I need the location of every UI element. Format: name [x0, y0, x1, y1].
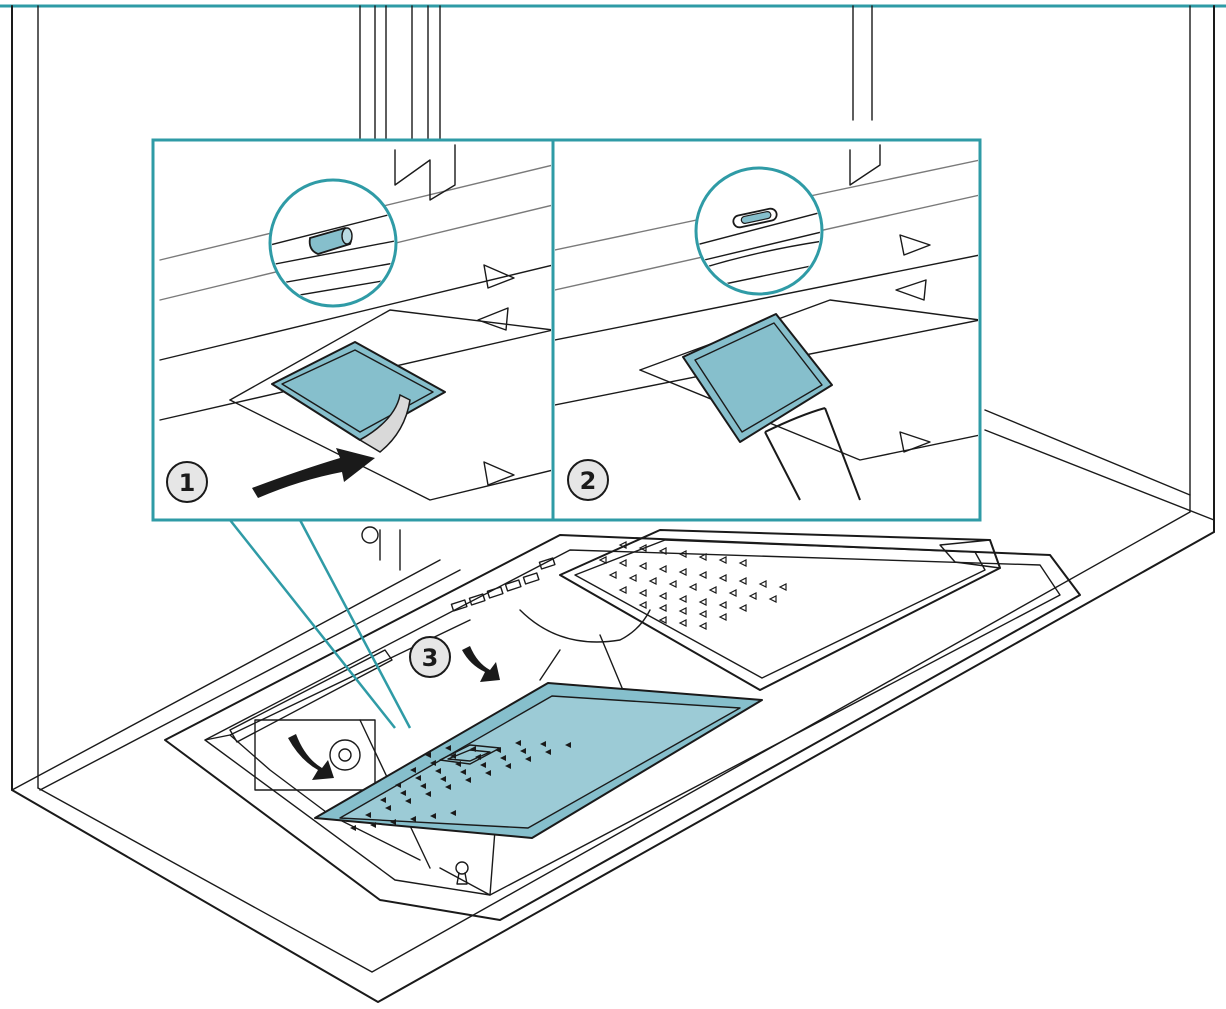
- step-2-number: 2: [580, 467, 597, 495]
- hood-body: [11, 5, 1215, 1003]
- step-2-badge: 2: [567, 459, 609, 501]
- filter-perforation-back: [598, 541, 787, 630]
- installed-filter: [559, 529, 1001, 691]
- inset-panel-step-2: 2: [551, 138, 982, 522]
- step-1-number: 1: [179, 469, 196, 497]
- step-3-number: 3: [422, 644, 439, 672]
- filter-perforation-front: [350, 740, 571, 831]
- mounting-pad: [682, 313, 833, 443]
- insert-arrow-right: [462, 646, 500, 682]
- step-3-badge: 3: [409, 636, 451, 678]
- control-slots: [450, 557, 556, 612]
- hood-underside: [164, 526, 1081, 921]
- finger: [764, 407, 861, 501]
- grease-filter-panel: [314, 682, 763, 839]
- grease-filter-mesh: [339, 695, 741, 829]
- magnifier-circle-2: [694, 166, 824, 296]
- inset-panel-step-1: 1: [151, 138, 555, 522]
- insert-arrow-left: [288, 734, 334, 780]
- insert-arrows: [288, 646, 500, 780]
- step-1-badge: 1: [166, 461, 208, 503]
- inset-callout-lines: [229, 519, 412, 729]
- peel-arrow: [252, 448, 375, 498]
- peeled-backing: [358, 393, 411, 453]
